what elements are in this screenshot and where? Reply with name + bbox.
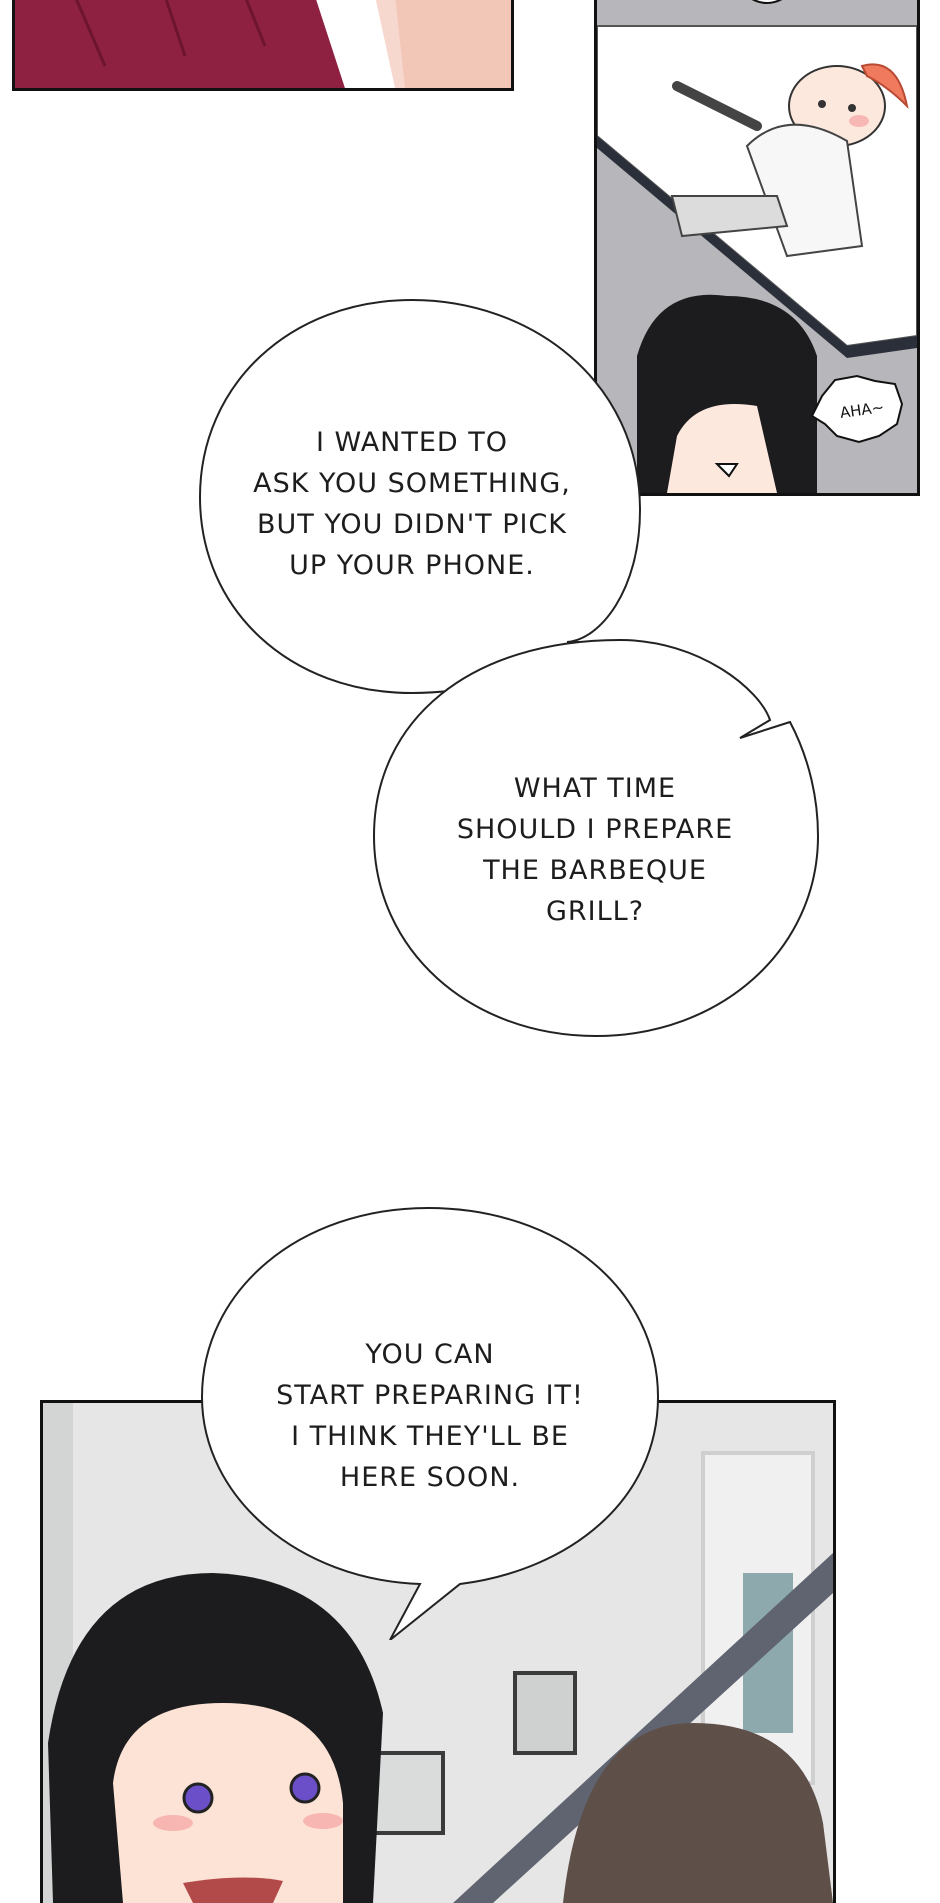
bubble-grill-text: WHAT TIME SHOULD I PREPARE THE BARBEQUE … [430,768,760,932]
bubble-grill-line: GRILL? [545,896,645,927]
bubble-reply-line: I THINK THEY'LL BE [291,1421,569,1452]
panel-top-right: AHA~ [594,0,920,496]
bubble-grill-line: SHOULD I PREPARE [456,814,734,845]
bubble-ask-text: I WANTED TO ASK YOU SOMETHING, BUT YOU D… [222,422,602,586]
bubble-reply-line: START PREPARING IT! [276,1380,584,1411]
panel-top-left [12,0,514,91]
bubble-ask-line: BUT YOU DIDN'T PICK [256,509,567,540]
bubble-reply-line: HERE SOON. [339,1462,521,1493]
bubble-ask-line: UP YOUR PHONE. [289,550,535,581]
bubble-ask-line: ASK YOU SOMETHING, [253,468,571,499]
shirt-figure-icon [15,0,511,88]
sleeping-character-scene [597,0,917,493]
bubble-grill-line: THE BARBEQUE [483,855,707,886]
bubble-grill-line: WHAT TIME [513,773,677,804]
bubble-reply-text: YOU CAN START PREPARING IT! I THINK THEY… [250,1334,610,1498]
bubble-reply-shape [200,1206,660,1640]
bubble-ask-line: I WANTED TO [315,427,509,458]
bubble-reply-line: YOU CAN [365,1339,495,1370]
